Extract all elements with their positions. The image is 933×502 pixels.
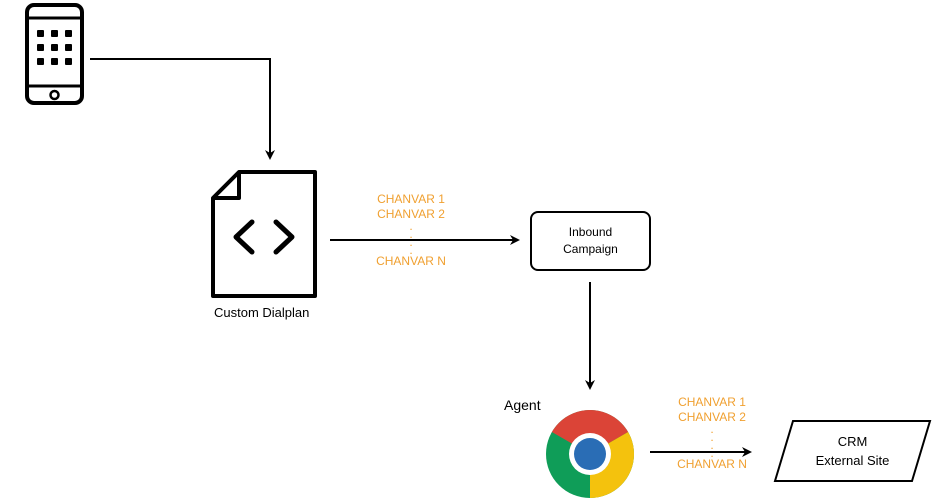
inbound-line-1: Inbound (568, 225, 613, 239)
crm-line-2: External Site (815, 453, 890, 468)
agent-label: Agent (504, 397, 541, 413)
chanvar-1-second: CHANVAR 2 (377, 207, 445, 221)
chanvar-group-2: CHANVAR 1 CHANVAR 2 . . . . CHANVAR N (663, 395, 761, 472)
chanvar-2-dot-c: . (710, 438, 714, 452)
smartphone-icon (25, 3, 84, 105)
chanvar-1-dot-d: . (409, 243, 413, 257)
chanvar-1-first: CHANVAR 1 (377, 192, 445, 206)
edge-phone-to-dialplan (90, 58, 275, 160)
inbound-line-2: Campaign (563, 242, 618, 256)
chanvar-2-last: CHANVAR N (677, 457, 747, 471)
crm-external-site-shape (773, 420, 932, 482)
chanvar-2-second: CHANVAR 2 (678, 410, 746, 424)
chanvar-2-dot-a: . (710, 422, 714, 436)
crm-line-1: CRM (837, 434, 868, 449)
code-file-icon (211, 170, 317, 298)
chrome-browser-icon (546, 410, 634, 498)
chanvar-group-1: CHANVAR 1 CHANVAR 2 . . . . CHANVAR N (362, 192, 460, 269)
crm-node-label: CRM External Site (795, 432, 910, 470)
chanvar-1-dot-c: . (409, 235, 413, 249)
chanvar-2-dot-b: . (710, 430, 714, 444)
chanvar-2-first: CHANVAR 1 (678, 395, 746, 409)
inbound-campaign-node: Inbound Campaign (530, 211, 651, 271)
dialplan-label: Custom Dialplan (214, 305, 310, 320)
chanvar-1-last: CHANVAR N (376, 254, 446, 268)
chanvar-1-dot-b: . (409, 227, 413, 241)
chanvar-2-dot-d: . (710, 446, 714, 460)
chanvar-1-dot-a: . (409, 219, 413, 233)
